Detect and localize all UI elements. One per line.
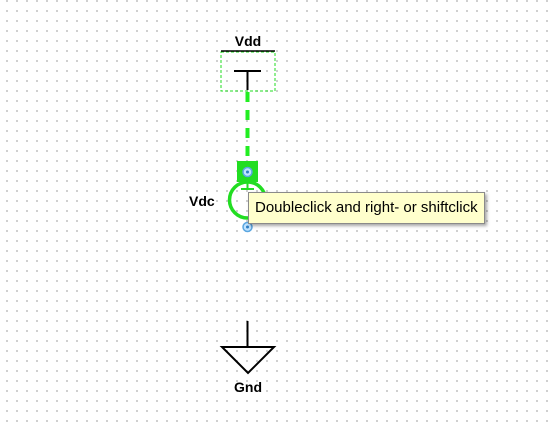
gnd-label: Gnd [234, 379, 262, 395]
supply-rail-icon [234, 70, 261, 90]
vdc-label: Vdc [189, 193, 215, 209]
vdd-label: Vdd [235, 33, 261, 49]
vdc-bottom-pin-dot [246, 225, 249, 229]
ground-icon [219, 321, 277, 375]
vdd-selection-box [220, 51, 276, 92]
tooltip: Doubleclick and right- or shiftclick [248, 192, 485, 224]
gnd-component[interactable]: Gnd [219, 321, 277, 395]
vdd-component[interactable]: Vdd [220, 33, 276, 92]
vdc-top-pin-dot [246, 170, 249, 174]
